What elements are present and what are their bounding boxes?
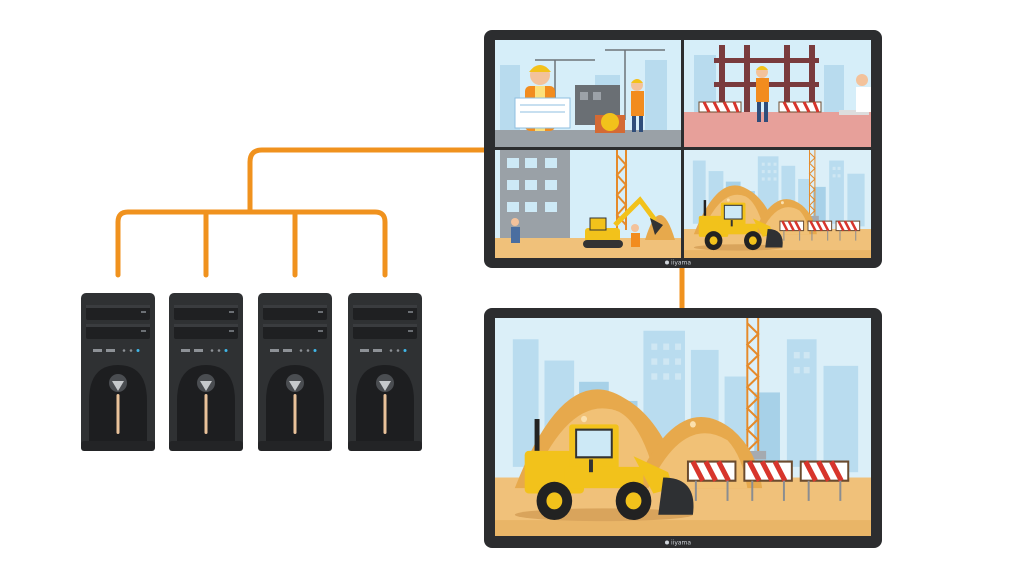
computer-1 (81, 293, 155, 451)
connector-lines (115, 147, 685, 313)
single-display: iiyama (484, 308, 882, 548)
video-wall-display: iiyama (484, 30, 882, 268)
computer-4 (348, 293, 422, 451)
wall-panel-3 (495, 150, 681, 258)
wall-panel-4 (684, 150, 871, 258)
wall-panel-2 (684, 40, 871, 147)
single-display-brand: iiyama (671, 540, 691, 547)
video-wall-brand: iiyama (671, 260, 691, 267)
computer-2 (169, 293, 243, 451)
branch-bus (115, 209, 388, 278)
main-connector (247, 147, 490, 215)
wall-panel-1 (495, 40, 681, 147)
single-display-screen (495, 318, 871, 536)
computer-3 (258, 293, 332, 451)
